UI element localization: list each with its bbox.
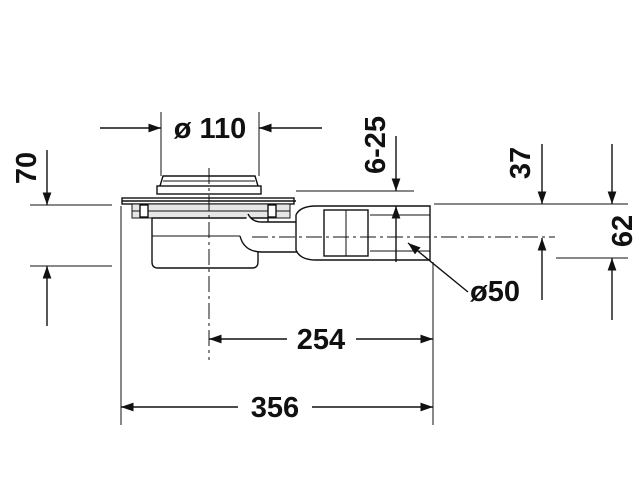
label-center-to-outlet: 254	[297, 324, 345, 356]
dimension-adjust-range: 6-25	[296, 116, 414, 262]
dimension-height-left: 70	[11, 150, 112, 326]
label-diameter-top: ø 110	[174, 113, 247, 145]
label-depth-right: 37	[505, 147, 537, 179]
label-overall-length: 356	[251, 392, 299, 424]
label-height-right: 62	[607, 215, 639, 247]
label-height-left: 70	[11, 152, 43, 184]
label-adjust-range: 6-25	[360, 116, 392, 174]
label-outlet-diameter: ø50	[470, 276, 520, 308]
dimension-height-right: 62	[556, 144, 639, 320]
dimension-outlet-diameter: ø50	[407, 242, 520, 308]
dimension-depth-right: 37	[434, 144, 566, 300]
dimension-center-to-outlet: 254	[209, 262, 434, 425]
dimension-overall-length: 356	[120, 206, 433, 425]
dimension-diameter-top: ø 110	[100, 112, 322, 176]
